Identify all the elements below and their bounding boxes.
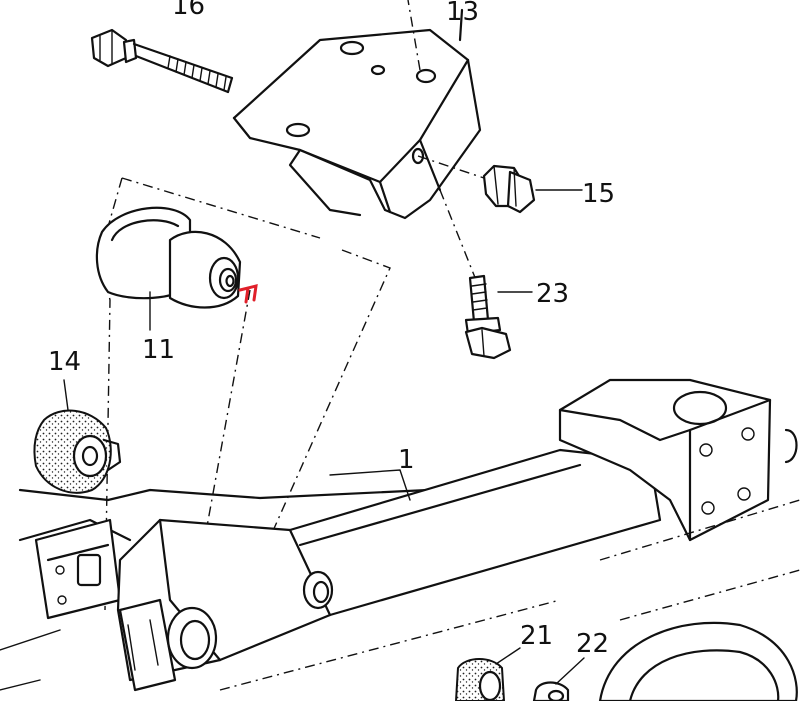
bolt-16 <box>90 28 234 94</box>
nut-15 <box>417 155 583 214</box>
mounting-bracket-13 <box>232 0 482 220</box>
label-14: 14 <box>48 347 81 377</box>
washer-22 <box>532 657 585 701</box>
label-13: 13 <box>446 0 479 27</box>
brake-drum <box>598 621 798 701</box>
label-23: 23 <box>536 279 569 309</box>
rubber-bush-11 <box>95 206 258 331</box>
label-21: 21 <box>520 621 553 651</box>
bushing-21 <box>454 647 521 701</box>
label-22: 22 <box>576 629 609 659</box>
label-16: 16 <box>172 0 205 21</box>
label-1: 1 <box>398 445 415 475</box>
bolt-23 <box>439 189 533 360</box>
label-15: 15 <box>582 179 615 209</box>
bump-stop-14 <box>33 379 122 494</box>
label-11: 11 <box>142 335 175 365</box>
red-marker-icon <box>238 284 258 304</box>
axle-beam-1 <box>0 378 800 692</box>
